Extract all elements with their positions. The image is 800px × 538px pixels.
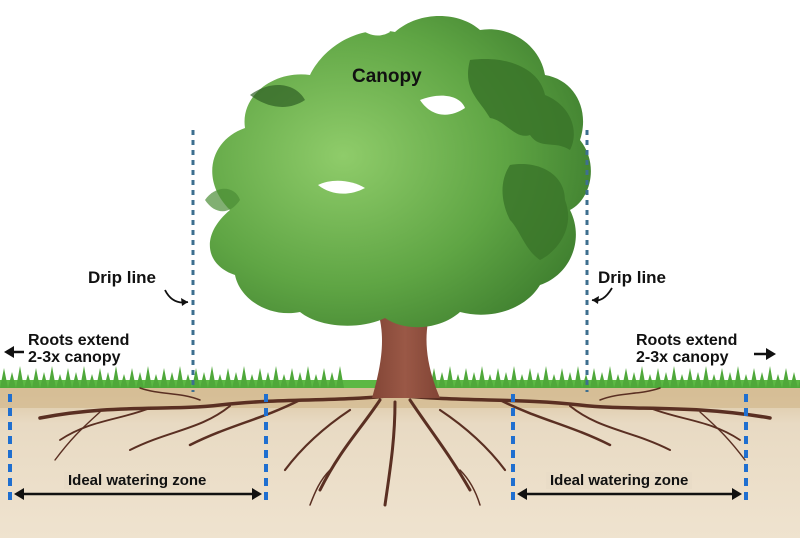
roots-right-line1: Roots extend (636, 332, 738, 349)
zone-left-arrow (14, 488, 262, 500)
soil (0, 386, 800, 538)
canopy-label: Canopy (352, 66, 422, 87)
watering-zone-left-label: Ideal watering zone (64, 472, 211, 489)
zone-right-arrow (517, 488, 742, 500)
roots-extend-left-label: Roots extend 2-3x canopy (28, 332, 129, 366)
roots (38, 387, 772, 507)
drip-line-right-label: Drip line (598, 268, 667, 287)
watering-zone-right-label: Ideal watering zone (546, 472, 693, 489)
roots-left-line1: Roots extend (28, 332, 130, 349)
roots-left-arrowhead (4, 346, 14, 358)
drip-line-left-arrowhead (181, 298, 188, 306)
canopy (205, 16, 591, 328)
drip-line-right-arrowhead (592, 296, 599, 304)
roots-extend-right-label: Roots extend 2-3x canopy (636, 332, 737, 366)
zone-markers (8, 394, 748, 500)
drip-line-left-label: Drip line (88, 268, 157, 287)
roots-right-arrowhead (766, 348, 776, 360)
roots-right-line2: 2-3x canopy (636, 349, 729, 366)
roots-left-line2: 2-3x canopy (28, 349, 121, 366)
